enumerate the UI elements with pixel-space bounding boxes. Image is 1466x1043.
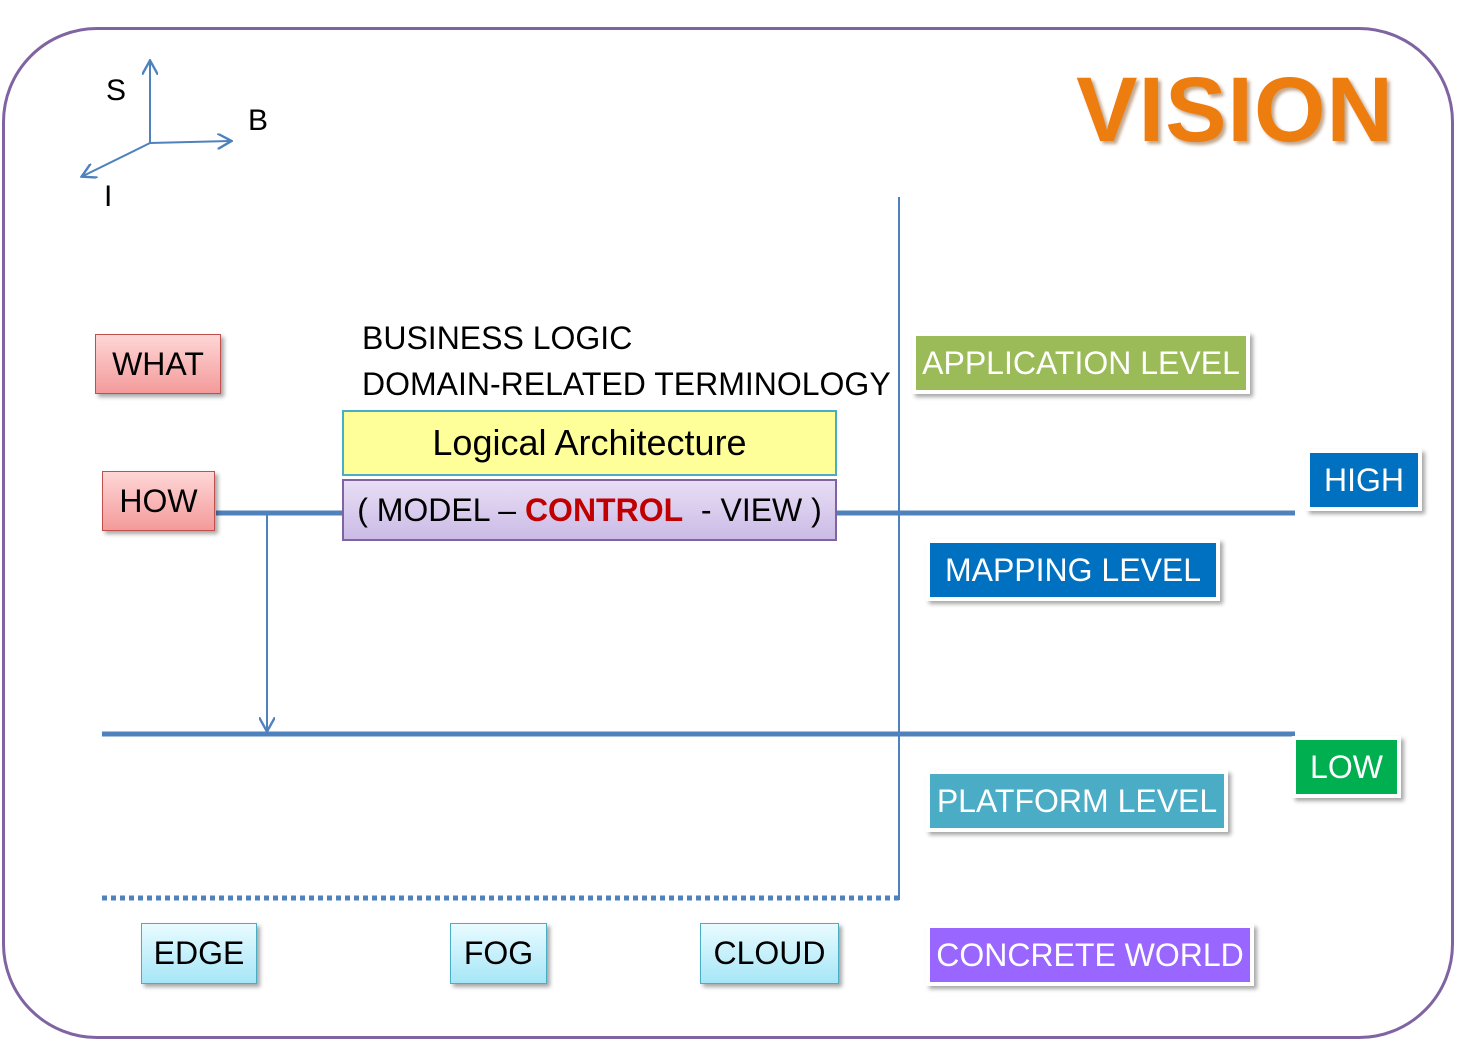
how-label: HOW xyxy=(102,471,215,531)
axis-b xyxy=(149,141,230,143)
mapping-level-box: MAPPING LEVEL xyxy=(926,539,1220,601)
edge-box: EDGE xyxy=(141,923,257,984)
mvc-suffix: - VIEW ) xyxy=(683,491,822,528)
high-marker: HIGH xyxy=(1306,449,1422,511)
mvc-prefix: ( MODEL – xyxy=(357,491,525,528)
domain-terminology-text: DOMAIN-RELATED TERMINOLOGY xyxy=(362,366,891,402)
axis-label-s: S xyxy=(106,74,127,107)
axis-i xyxy=(83,142,151,176)
logical-architecture-box: Logical Architecture xyxy=(342,410,837,476)
concrete-world-box: CONCRETE WORLD xyxy=(926,924,1254,986)
rounded-frame xyxy=(2,27,1454,1039)
what-label: WHAT xyxy=(95,334,221,394)
platform-level-box: PLATFORM LEVEL xyxy=(926,770,1228,832)
cloud-box: CLOUD xyxy=(700,923,839,984)
axis-label-i: I xyxy=(104,180,113,213)
application-level-box: APPLICATION LEVEL xyxy=(912,332,1250,394)
mvc-box: ( MODEL – CONTROL - VIEW ) xyxy=(342,479,837,541)
axis-label-b: B xyxy=(248,104,269,137)
mvc-control: CONTROL xyxy=(524,491,684,528)
page-title: VISION xyxy=(1076,59,1394,161)
business-logic-text: BUSINESS LOGIC xyxy=(362,320,633,356)
fog-box: FOG xyxy=(450,923,547,984)
low-marker: LOW xyxy=(1292,736,1401,798)
